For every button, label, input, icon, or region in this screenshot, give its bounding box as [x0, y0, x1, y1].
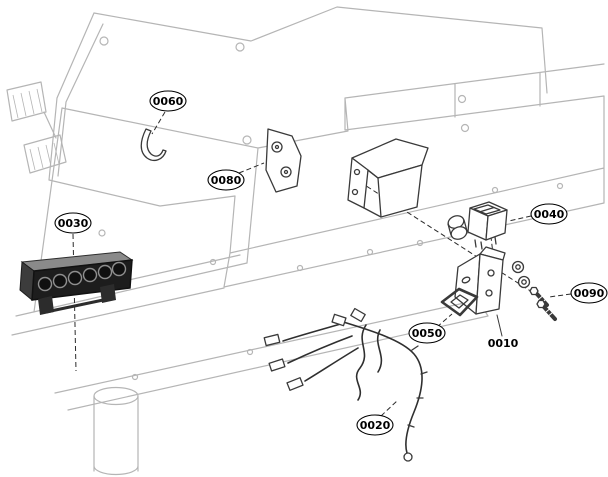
lens — [97, 264, 113, 280]
bolt — [536, 299, 557, 321]
harness-connector — [350, 307, 366, 323]
cable-clamp — [140, 128, 167, 162]
hatch-lines — [12, 88, 60, 171]
harness-end-connector — [403, 452, 413, 462]
hatched-brackets — [6, 81, 67, 174]
cable-ties — [407, 345, 428, 428]
harness-connector — [331, 313, 347, 327]
callout-label: 0040 — [534, 208, 565, 221]
callout-0030[interactable]: 0030 — [54, 212, 92, 234]
lens — [111, 261, 127, 277]
rocker-switch — [467, 201, 508, 250]
lens — [67, 270, 83, 286]
mount-foot — [38, 296, 54, 315]
mount-foot — [100, 284, 116, 303]
plate-bolt — [271, 141, 283, 153]
callout-bubble[interactable] — [149, 90, 187, 112]
callout-bubble[interactable] — [356, 414, 394, 436]
fastener-hardware — [511, 260, 557, 321]
callout-0010[interactable]: 0010 — [488, 337, 519, 350]
callout-0060[interactable]: 0060 — [149, 90, 187, 112]
harness-connector — [268, 358, 286, 372]
callout-0020[interactable]: 0020 — [356, 414, 394, 436]
washer — [517, 275, 531, 289]
frame-holes — [98, 36, 564, 381]
lens — [52, 273, 68, 289]
lens — [37, 276, 53, 292]
leader-lines — [151, 111, 572, 417]
plate-bolt — [280, 166, 292, 178]
mounting-plate — [265, 128, 302, 193]
callout-label: 0020 — [360, 419, 391, 432]
light-bar-axis — [72, 233, 77, 372]
lens — [82, 267, 98, 283]
harness-connector — [263, 333, 281, 347]
callout-bubble[interactable] — [530, 203, 568, 225]
callout-bubble[interactable] — [207, 169, 245, 191]
washer — [511, 260, 525, 274]
callout-0090[interactable]: 0090 — [570, 282, 608, 304]
callout-label: 0060 — [153, 95, 184, 108]
spacer-pad — [440, 287, 479, 317]
switch-terminals — [474, 236, 497, 250]
harness-connector — [286, 377, 304, 391]
callout-0050[interactable]: 0050 — [408, 322, 446, 344]
frame-post — [93, 386, 139, 476]
callout-label: 0090 — [574, 287, 605, 300]
callout-0080[interactable]: 0080 — [207, 169, 245, 191]
support-bracket — [347, 138, 429, 218]
callout-label: 0030 — [58, 217, 89, 230]
callout-label: 0050 — [412, 327, 443, 340]
led-light-bar — [19, 251, 134, 315]
mounting-grommet — [447, 215, 468, 240]
callout-label: 0080 — [211, 174, 242, 187]
callout-bubble[interactable] — [54, 212, 92, 234]
callout-bubble[interactable] — [570, 282, 608, 304]
chassis-frame — [6, 6, 605, 476]
bracket-slot — [461, 276, 471, 284]
callout-0040[interactable]: 0040 — [530, 203, 568, 225]
callout-bubble[interactable] — [408, 322, 446, 344]
wiring-harness — [263, 307, 428, 462]
